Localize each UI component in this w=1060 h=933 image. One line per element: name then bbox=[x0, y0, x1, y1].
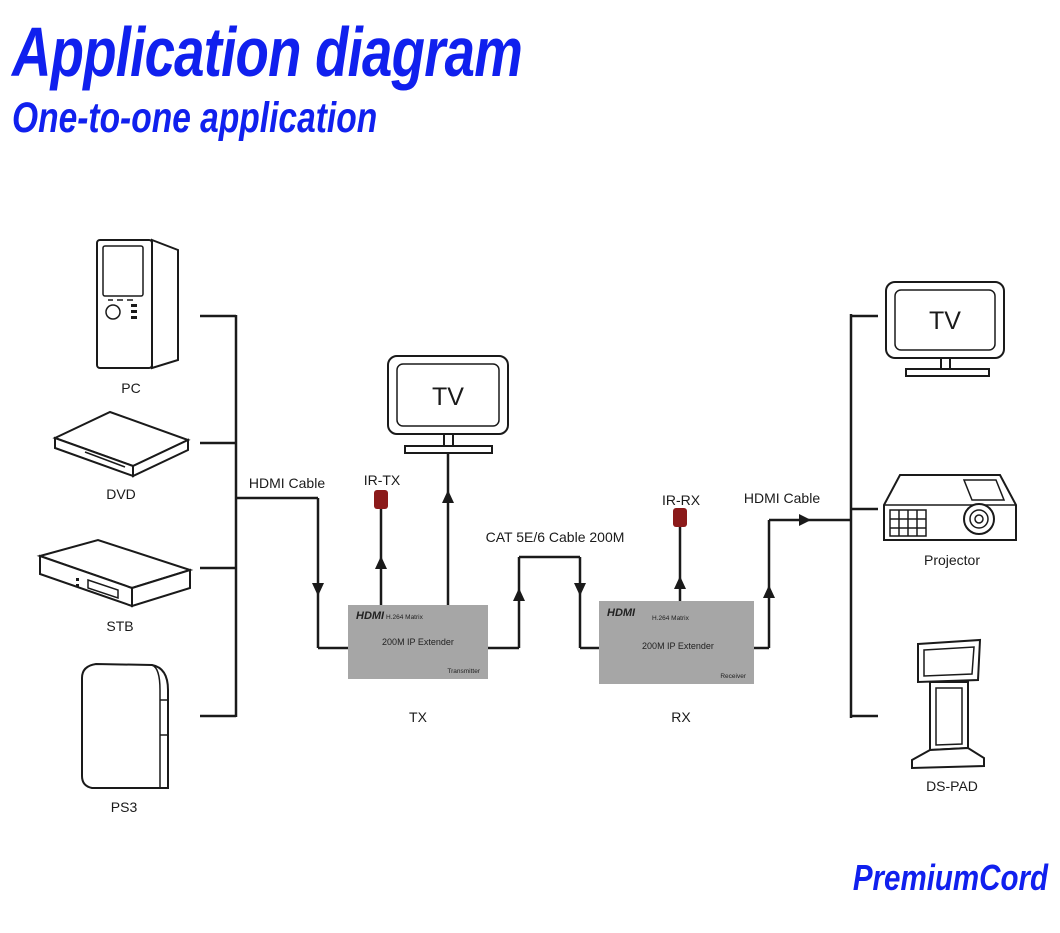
ir-rx-label: IR-RX bbox=[662, 492, 701, 508]
projector-icon bbox=[883, 474, 1017, 541]
hdmi-cable-in-label: HDMI Cable bbox=[249, 475, 325, 491]
ir-rx-sensor-icon bbox=[673, 508, 687, 527]
dvd-label: DVD bbox=[106, 486, 136, 502]
tx-tv-label: TV bbox=[432, 383, 464, 411]
rx-role: Receiver bbox=[720, 673, 746, 680]
rx-model: 200M IP Extender bbox=[642, 641, 714, 651]
stb-label: STB bbox=[106, 618, 133, 634]
source-bus bbox=[200, 314, 348, 718]
tv-label: TV bbox=[929, 307, 961, 335]
tx-model: 200M IP Extender bbox=[382, 637, 454, 647]
ds-pad-icon bbox=[911, 638, 985, 770]
stb-icon bbox=[36, 538, 194, 608]
cat-cable-label: CAT 5E/6 Cable 200M bbox=[486, 529, 625, 545]
rx-extender-box: HDMI H.264 Matrix 200M IP Extender Recei… bbox=[599, 601, 754, 684]
ps3-label: PS3 bbox=[111, 799, 138, 815]
display-bus bbox=[754, 314, 878, 718]
tx-tv-icon bbox=[387, 355, 509, 454]
hdmi-cable-out-label: HDMI Cable bbox=[744, 490, 820, 506]
page-title: Application diagram bbox=[12, 13, 523, 91]
rx-caption: RX bbox=[671, 709, 691, 725]
tx-caption: TX bbox=[409, 709, 428, 725]
cat-cable bbox=[488, 555, 599, 650]
projector-label: Projector bbox=[924, 552, 980, 568]
tv-icon bbox=[885, 281, 1005, 377]
pc-label: PC bbox=[121, 380, 140, 396]
ir-tx-label: IR-TX bbox=[364, 472, 401, 488]
ps3-icon bbox=[81, 662, 169, 789]
page-subtitle: One-to-one application bbox=[12, 94, 378, 142]
tx-extender-box: HDMI H.264 Matrix 200M IP Extender Trans… bbox=[348, 605, 488, 679]
ir-tx-sensor-icon bbox=[374, 490, 388, 509]
rx-hdmi-logo: HDMI bbox=[607, 607, 636, 619]
brand-logo: PremiumCord bbox=[852, 857, 1048, 898]
rx-codec: H.264 Matrix bbox=[652, 615, 690, 622]
pc-icon bbox=[96, 238, 179, 370]
tx-hdmi-logo: HDMI bbox=[356, 610, 385, 622]
ds-pad-label: DS-PAD bbox=[926, 778, 978, 794]
dvd-icon bbox=[52, 410, 191, 478]
tx-role: Transmitter bbox=[447, 668, 480, 675]
tx-codec: H.264 Matrix bbox=[386, 614, 424, 621]
